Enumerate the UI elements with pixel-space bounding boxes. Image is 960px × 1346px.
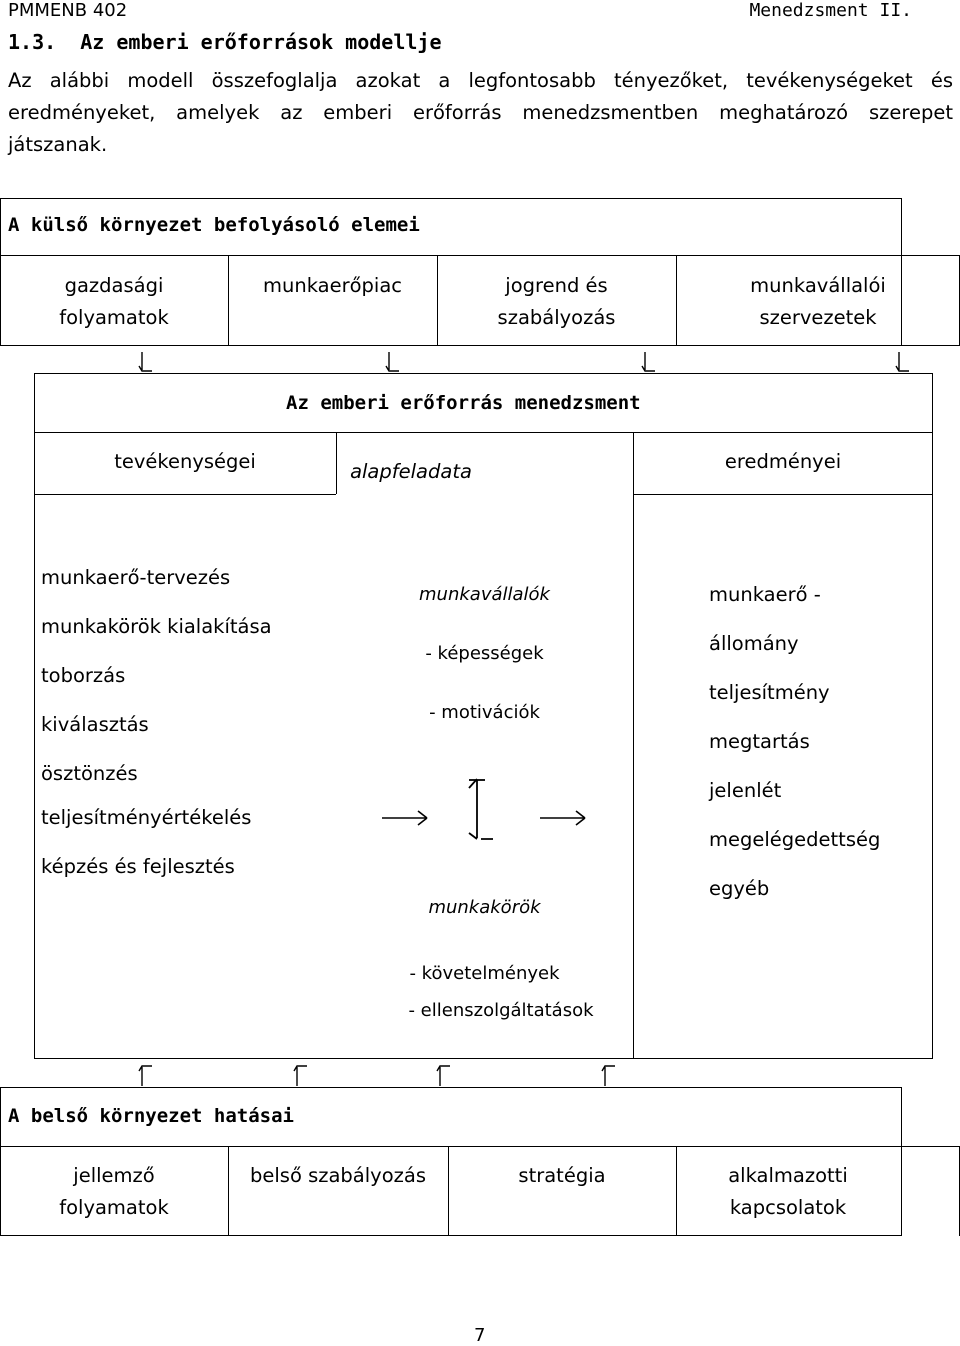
- internal-item-processes-line1: jellemző: [73, 1164, 155, 1187]
- external-item-employee-orgs-line2: szervezetek: [759, 306, 877, 329]
- external-item-economic-line1: gazdasági: [64, 274, 164, 297]
- result-item: jelenlét: [709, 779, 782, 802]
- down-arrow-icon: [385, 352, 399, 372]
- external-title: A külső környezet befolyásoló elemei: [8, 214, 420, 236]
- internal-item-employee-relations: alkalmazotti kapcsolatok: [676, 1160, 900, 1224]
- external-sep-3: [676, 255, 677, 346]
- internal-item-regulation-line1: belső szabályozás: [250, 1164, 426, 1187]
- internal-item-strategy: stratégia: [448, 1160, 676, 1192]
- external-item-economic-line2: folyamatok: [59, 306, 169, 329]
- external-item-employee-orgs: munkavállalói szervezetek: [676, 270, 960, 334]
- external-item-employee-orgs-line1: munkavállalói: [750, 274, 886, 297]
- result-item: teljesítmény: [709, 681, 830, 704]
- up-arrow-icon: [138, 1065, 152, 1086]
- result-item: állomány: [709, 632, 799, 655]
- task-job-item: - ellenszolgáltatások: [408, 1000, 594, 1021]
- internal-item-employee-relations-line2: kapcsolatok: [729, 1196, 847, 1219]
- internal-sep-3: [676, 1146, 677, 1236]
- activity-item: kiválasztás: [41, 713, 149, 736]
- hrm-col-activities: tevékenységei: [114, 450, 256, 473]
- internal-title: A belső környezet hatásai: [8, 1105, 294, 1127]
- up-arrow-icon: [601, 1065, 615, 1086]
- external-sep-1: [228, 255, 229, 346]
- activity-item: munkaerő-tervezés: [41, 566, 231, 589]
- internal-item-regulation: belső szabályozás: [228, 1160, 448, 1192]
- internal-item-processes-line2: folyamatok: [59, 1196, 169, 1219]
- external-item-economic: gazdasági folyamatok: [0, 270, 228, 334]
- up-arrow-icon: [293, 1065, 307, 1086]
- external-divider: [0, 255, 960, 256]
- task-employee-item: - motivációk: [429, 702, 540, 723]
- external-item-labor-market-line1: munkaerőpiac: [262, 274, 403, 297]
- hrm-results-divider: [633, 494, 933, 495]
- hrm-title: Az emberi erőforrás menedzsment: [286, 392, 641, 414]
- internal-item-processes: jellemző folyamatok: [0, 1160, 228, 1224]
- hrm-sep-2: [633, 432, 634, 1059]
- internal-divider: [0, 1146, 960, 1147]
- section-title: Az emberi erőforrások modellje: [80, 30, 442, 54]
- hrm-activities-divider: [34, 494, 336, 495]
- task-job-item: - követelmények: [409, 963, 560, 984]
- internal-sep-1: [228, 1146, 229, 1236]
- external-item-legal-line2: szabályozás: [497, 306, 616, 329]
- result-item: megtartás: [709, 730, 810, 753]
- down-arrow-icon: [641, 352, 655, 372]
- up-down-arrow-icon: [468, 778, 493, 840]
- activity-item: ösztönzés: [41, 762, 138, 785]
- task-employee-item: - képességek: [425, 643, 544, 664]
- external-item-legal: jogrend és szabályozás: [437, 270, 676, 334]
- header-left: PMMENB 402: [8, 0, 128, 21]
- hrm-col-results: eredményei: [724, 450, 842, 473]
- activity-item: képzés és fejlesztés: [41, 855, 235, 878]
- activity-item: teljesítményértékelés: [41, 806, 252, 829]
- down-arrow-icon: [895, 352, 909, 372]
- header-right: Menedzsment II.: [749, 0, 912, 21]
- section-number: 1.3.: [8, 30, 57, 54]
- hrm-col-task: alapfeladata: [350, 460, 472, 483]
- hrm-title-divider: [34, 432, 933, 433]
- intro-paragraph: Az alábbi modell összefoglalja azokat a …: [8, 69, 953, 156]
- hrm-box: [34, 373, 933, 1059]
- external-item-labor-market: munkaerőpiac: [228, 270, 437, 302]
- activity-item: munkakörök kialakítása: [41, 615, 272, 638]
- right-arrow-icon: [382, 810, 428, 826]
- result-item: megelégedettség: [709, 828, 881, 851]
- right-arrow-icon: [540, 810, 586, 826]
- external-item-legal-line1: jogrend és: [505, 274, 608, 297]
- result-item: egyéb: [709, 877, 770, 900]
- internal-environment-box: [0, 1087, 902, 1236]
- page-number: 7: [474, 1325, 486, 1346]
- result-item: munkaerő -: [709, 583, 821, 606]
- task-employees: munkavállalók: [419, 584, 550, 605]
- down-arrow-icon: [138, 352, 152, 372]
- up-arrow-icon: [436, 1065, 450, 1086]
- hrm-sep-1-top: [336, 432, 337, 494]
- internal-sep-2: [448, 1146, 449, 1236]
- activity-item: toborzás: [41, 664, 126, 687]
- internal-item-strategy-line1: stratégia: [518, 1164, 606, 1187]
- section-heading: 1.3. Az emberi erőforrások modellje: [8, 30, 442, 54]
- internal-item-employee-relations-line1: alkalmazotti: [728, 1164, 848, 1187]
- external-bottom-line: [0, 345, 960, 346]
- task-jobs: munkakörök: [428, 897, 541, 918]
- external-sep-2: [437, 255, 438, 346]
